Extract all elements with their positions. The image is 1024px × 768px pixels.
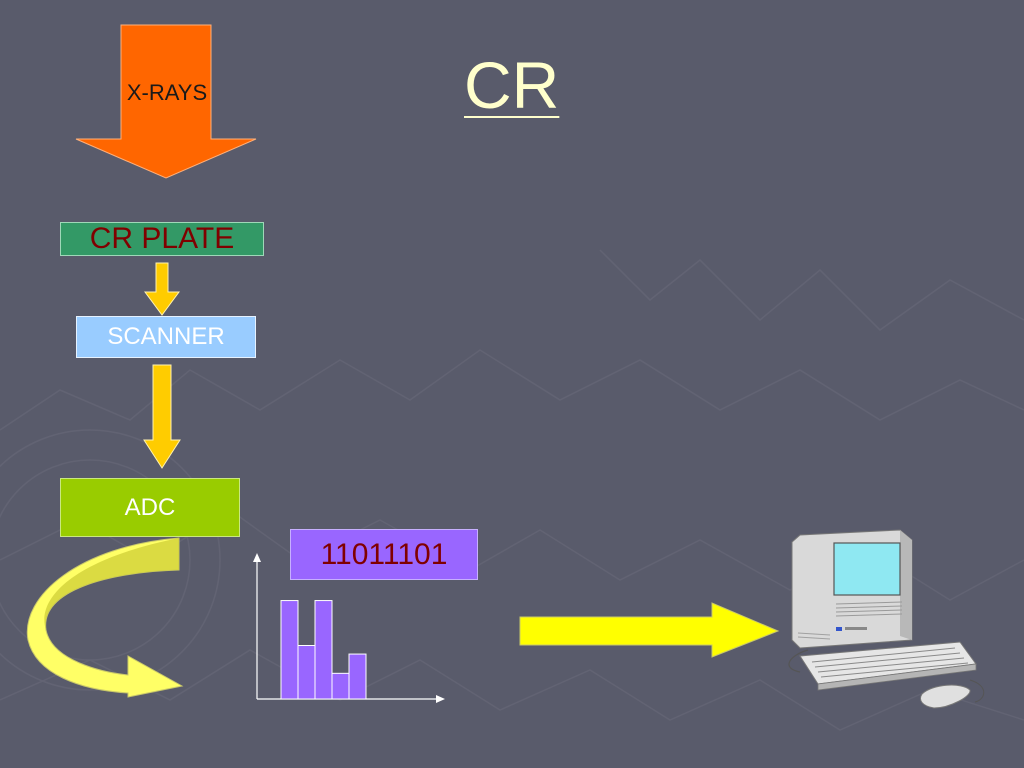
- histogram-bar: [314, 600, 333, 700]
- curved-adc-arrow: [26, 537, 184, 698]
- histogram-chart: [253, 553, 445, 703]
- curved-arrow-shadow: [44, 538, 180, 630]
- computer-icon: [788, 529, 985, 709]
- xrays-arrow: [75, 24, 257, 179]
- histogram-bar: [280, 600, 299, 700]
- cr-plate-box: CR PLATE: [60, 222, 264, 256]
- output-arrow: [519, 602, 780, 658]
- scanner-box: SCANNER: [76, 316, 256, 358]
- histogram-y-arrowhead: [253, 553, 261, 562]
- histogram-x-arrowhead: [436, 695, 445, 703]
- slide-title: CR: [464, 48, 560, 122]
- plate-to-scanner-arrow: [144, 262, 180, 316]
- xrays-label: X-RAYS: [126, 80, 208, 105]
- histogram-bar: [297, 645, 316, 700]
- binary-code-box: 11011101: [290, 529, 478, 580]
- scanner-to-adc-arrow: [143, 364, 181, 469]
- adc-box: ADC: [60, 478, 240, 537]
- histogram-bar: [331, 672, 350, 700]
- histogram-bar: [348, 653, 367, 700]
